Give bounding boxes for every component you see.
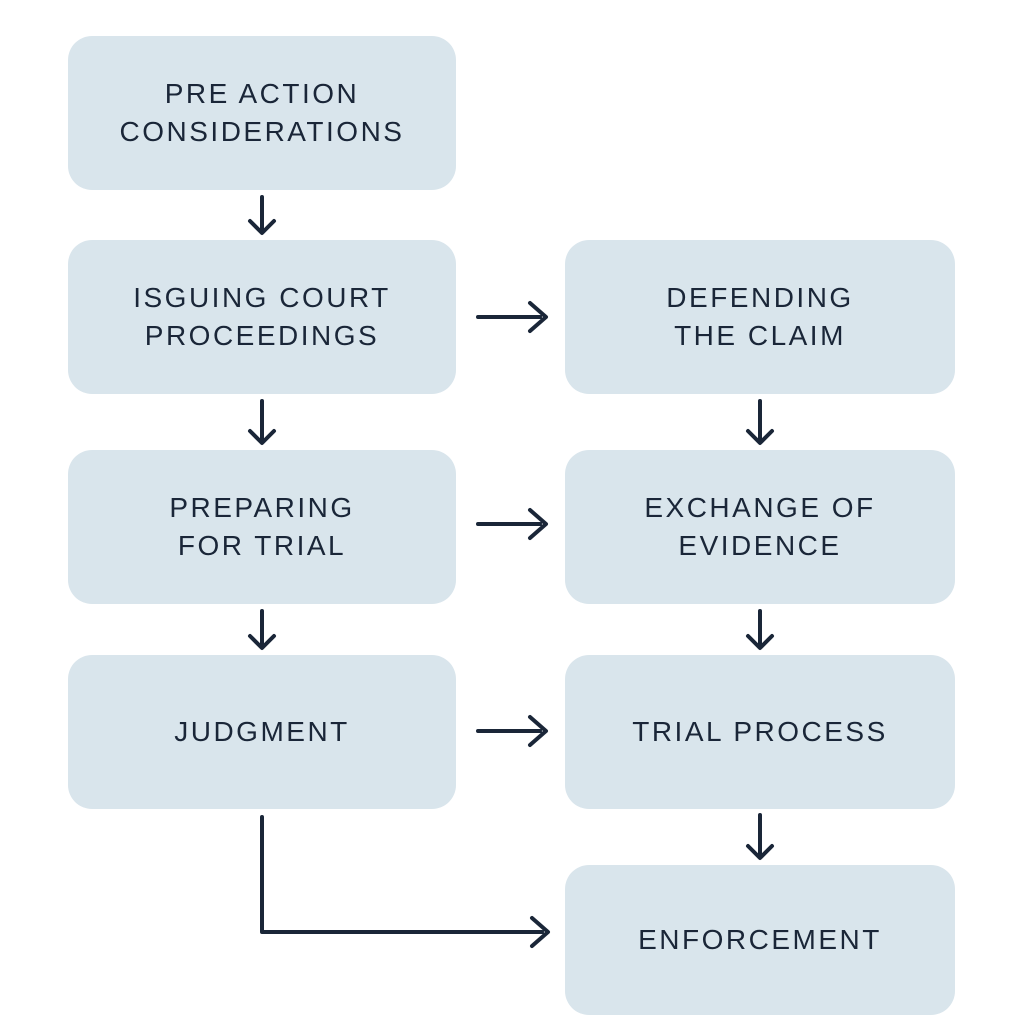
arrow-judgment-to-enforcement-icon xyxy=(260,815,550,948)
node-isguing-court-proceedings: ISGUING COURT PROCEEDINGS xyxy=(68,240,456,394)
arrow-defending-to-exchange-icon xyxy=(746,399,774,445)
arrow-preparing-to-exchange-icon xyxy=(476,508,548,540)
node-defending-the-claim: DEFENDING THE CLAIM xyxy=(565,240,955,394)
arrow-judgment-to-trial-icon xyxy=(476,715,548,747)
node-preparing-for-trial: PREPARING FOR TRIAL xyxy=(68,450,456,604)
arrow-isguing-to-defending-icon xyxy=(476,301,548,333)
node-judgment: JUDGMENT xyxy=(68,655,456,809)
arrow-trial-to-enforcement-icon xyxy=(746,813,774,860)
arrow-preparing-to-judgment-icon xyxy=(248,609,276,650)
node-pre-action-considerations: PRE ACTION CONSIDERATIONS xyxy=(68,36,456,190)
arrow-isguing-to-preparing-icon xyxy=(248,399,276,445)
node-exchange-of-evidence: EXCHANGE OF EVIDENCE xyxy=(565,450,955,604)
node-trial-process: TRIAL PROCESS xyxy=(565,655,955,809)
arrow-pre-action-to-isguing-icon xyxy=(248,195,276,235)
arrow-exchange-to-trial-icon xyxy=(746,609,774,650)
node-enforcement: ENFORCEMENT xyxy=(565,865,955,1015)
